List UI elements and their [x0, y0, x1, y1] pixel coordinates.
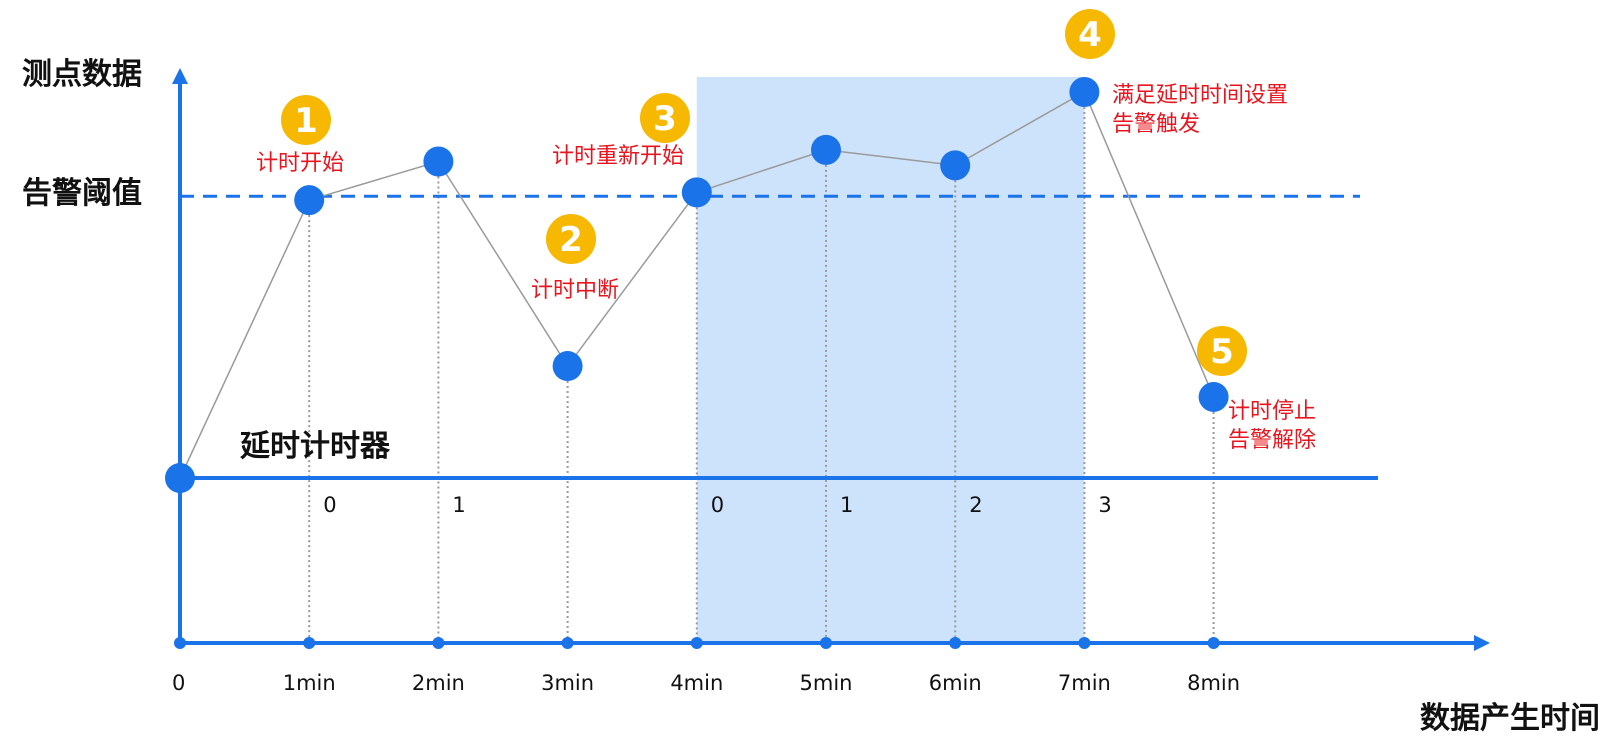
- threshold-label: 告警阈值: [22, 176, 142, 211]
- timer-counter-label: 1: [840, 493, 853, 517]
- delay-window-highlight: [696, 77, 1085, 643]
- step-badge-number: 4: [1078, 15, 1102, 55]
- x-tick-label: 2min: [412, 671, 465, 695]
- x-tick-label: 1min: [283, 671, 336, 695]
- step-badge-number: 5: [1210, 332, 1234, 372]
- step-badge-number: 3: [653, 99, 677, 139]
- timer-counter-label: 2: [969, 493, 982, 517]
- step-badge-number: 1: [294, 101, 318, 141]
- timer-label: 延时计时器: [239, 429, 391, 464]
- data-point: [1198, 381, 1229, 412]
- x-tick-dot: [949, 637, 962, 649]
- timer-counter-label: 3: [1098, 493, 1111, 517]
- callout-text: 计时停止: [1228, 399, 1316, 424]
- x-tick-dot: [1078, 637, 1091, 649]
- data-point: [165, 463, 195, 493]
- x-tick-label: 8min: [1187, 671, 1240, 695]
- y-axis-arrow: [172, 68, 188, 84]
- step-badge: [1065, 9, 1115, 59]
- step-badge: [281, 95, 331, 145]
- timer-counter-label: 1: [452, 493, 465, 517]
- data-point: [940, 150, 971, 181]
- x-tick-label: 4min: [670, 671, 723, 695]
- callout-text: 告警触发: [1112, 112, 1200, 137]
- callout-text: 计时中断: [531, 278, 619, 303]
- x-tick-label: 7min: [1058, 671, 1111, 695]
- x-tick-dot: [432, 637, 445, 649]
- x-tick-dot: [174, 637, 186, 649]
- x-tick-label: 5min: [800, 671, 853, 695]
- x-tick-label: 0: [172, 671, 185, 695]
- step-badge: [546, 214, 596, 264]
- x-tick-dot: [1207, 637, 1220, 649]
- x-tick-dot: [690, 637, 703, 649]
- data-point: [423, 146, 454, 177]
- callout-text: 告警解除: [1228, 428, 1316, 453]
- callout-text: 计时开始: [256, 151, 344, 176]
- timer-counter-label: 0: [323, 493, 336, 517]
- data-point: [294, 185, 325, 216]
- data-point: [552, 351, 583, 382]
- data-point: [1069, 77, 1100, 107]
- x-tick-label: 6min: [929, 671, 982, 695]
- step-badge-number: 2: [559, 220, 583, 260]
- x-axis-label: 数据产生时间: [1420, 701, 1600, 736]
- x-tick-dot: [820, 637, 832, 649]
- callout-text: 满足延时时间设置: [1112, 83, 1288, 108]
- callout-text: 计时重新开始: [552, 144, 684, 169]
- step-badge: [640, 93, 690, 143]
- x-axis-arrow: [1474, 635, 1490, 651]
- x-tick-dot: [303, 637, 316, 649]
- y-axis-label: 测点数据: [22, 57, 142, 92]
- x-tick-dot: [561, 637, 574, 649]
- step-badge: [1197, 326, 1247, 376]
- x-tick-label: 3min: [541, 671, 594, 695]
- timer-counter-label: 0: [711, 493, 724, 517]
- data-point: [811, 134, 841, 165]
- data-point: [681, 177, 712, 208]
